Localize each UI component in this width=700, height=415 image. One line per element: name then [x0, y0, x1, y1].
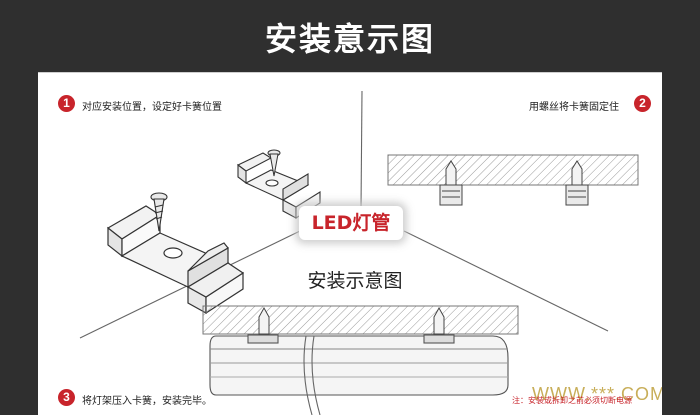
led-tube-badge: LED灯管 [299, 206, 403, 240]
screw-small [267, 149, 281, 177]
diagram-panel: 1 对应安装位置，设定好卡簧位置 用螺丝将卡簧固定住 2 LED灯管 安装示意图… [38, 72, 662, 415]
step-2-text: 用螺丝将卡簧固定住 [529, 102, 619, 113]
clip-step2-left [439, 160, 463, 206]
ceiling-step2 [387, 154, 639, 206]
step-3-badge: 3 [58, 389, 75, 406]
page-title: 安装意示图 [264, 20, 435, 58]
center-caption: 安装示意图 [307, 270, 403, 292]
led-tube-fixture [209, 334, 509, 415]
clip-step3-left [258, 306, 270, 335]
clip-step3-right [433, 306, 445, 335]
installation-diagram [79, 90, 639, 415]
ceiling-step3 [202, 305, 519, 335]
divider-vertical [360, 90, 363, 210]
spring-clip-large [106, 205, 245, 315]
step-2-badge: 2 [634, 95, 651, 112]
step-3-text: 将灯架压入卡簧，安装完毕。 [82, 396, 212, 407]
step-1-badge: 1 [58, 95, 75, 112]
watermark: WWW.***.COM [532, 384, 662, 404]
safety-warning: 注：安装或拆卸之前必须切断电源 [512, 396, 632, 405]
divider-right [403, 230, 609, 332]
clip-step2-right [565, 160, 589, 206]
step-1-text: 对应安装位置，设定好卡簧位置 [82, 102, 222, 113]
screw-large [150, 192, 168, 232]
